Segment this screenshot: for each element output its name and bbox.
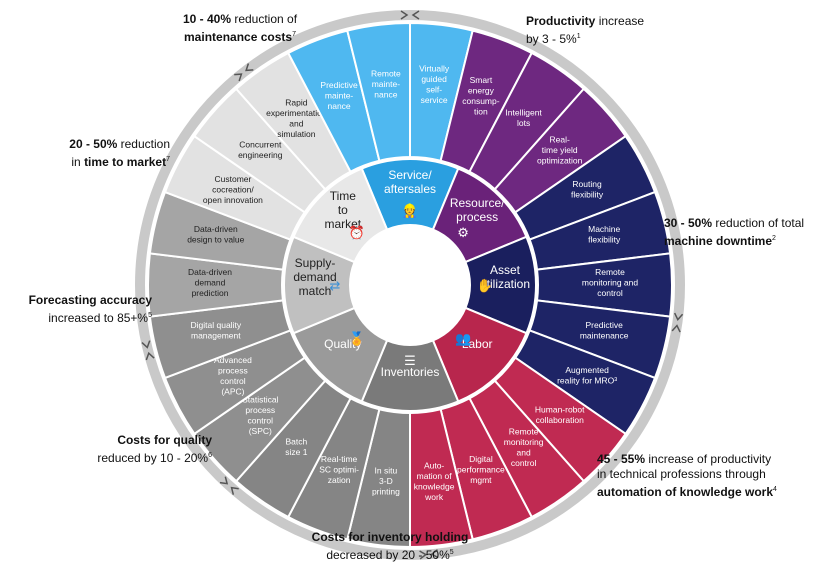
inner-segment-labor: Labor👥 <box>431 306 528 403</box>
ring-arrow <box>219 476 239 495</box>
callout-time-to-market: 20 - 50% reduction in time to market7 <box>69 137 170 169</box>
inner-segment-service: Service/aftersales 👷 <box>360 158 460 231</box>
inner-segment-label: Quality <box>324 337 361 351</box>
callout-maintenance-costs: 10 - 40% reduction of maintenance costs7 <box>182 12 298 44</box>
ring-arrow <box>400 10 420 20</box>
stack-icon: ☰ <box>404 354 416 369</box>
callout-machine-downtime: 30 - 50% reduction of total machine down… <box>664 216 805 248</box>
ring-arrow <box>671 312 684 333</box>
center-hole <box>350 225 470 345</box>
medal-icon: 🏅 <box>349 331 365 347</box>
inner-segment-label: Labor <box>462 337 493 351</box>
callout-forecasting-accuracy: Forecasting accuracy increased to 85+%5 <box>28 293 152 325</box>
ring-arrow <box>234 63 254 82</box>
callout-productivity: Productivity increase by 3 - 5%1 <box>526 14 645 46</box>
callout-inventory-holding: Costs for inventory holding decreased by… <box>311 530 469 562</box>
gears-icon: ⚙ <box>457 226 469 241</box>
callout-knowledge-work: 45 - 55% increase of productivity in tec… <box>597 452 777 499</box>
inner-segment-label: Resource/process <box>450 196 505 224</box>
outer-segment-shape <box>346 21 411 162</box>
hand-coin-icon: ✋ <box>477 278 493 294</box>
callout-costs-for-quality: Costs for quality reduced by 10 - 20%6 <box>97 433 212 465</box>
clock-icon: ⏰ <box>349 224 365 241</box>
arrows-icon: ⇄ <box>330 279 341 294</box>
inner-segments: Service/aftersales👷Resource/process⚙Asse… <box>283 158 537 412</box>
ring-arrows <box>141 10 684 560</box>
inner-segment-label: Service/aftersales <box>384 168 436 196</box>
people-icon: 👥 <box>455 332 471 347</box>
ring-arrow <box>419 549 439 560</box>
worker-icon: 👷 <box>402 203 418 219</box>
ring-arrow <box>141 340 155 361</box>
inner-segment-label: Inventories <box>381 365 440 379</box>
